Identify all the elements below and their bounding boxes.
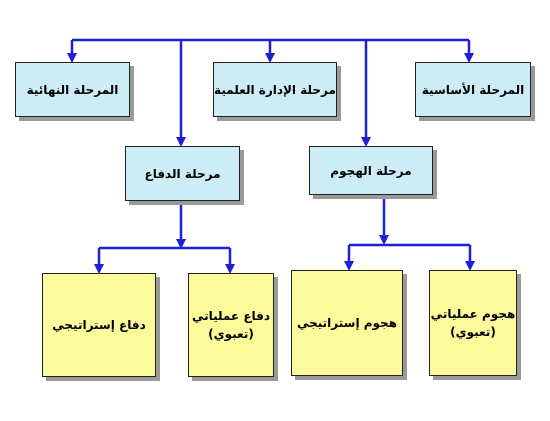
- node-attack-strategic-label: هجوم إستراتيجي: [296, 316, 398, 330]
- node-scientific-management-stage-label: مرحلة الإدارة العلمية: [214, 82, 336, 97]
- node-final-stage: المرحلة النهائية: [15, 62, 130, 117]
- node-defense-strategic: دفاع إستراتيجي: [42, 273, 156, 377]
- node-basic-stage-label: المرحلة الأساسية: [421, 82, 525, 97]
- node-final-stage-label: المرحلة النهائية: [26, 82, 119, 97]
- node-attack-operational: هجوم عملياتي (تعبوي): [429, 270, 517, 376]
- node-scientific-management-stage: مرحلة الإدارة العلمية: [213, 62, 337, 117]
- node-defense-strategic-label: دفاع إستراتيجي: [52, 318, 146, 332]
- node-attack-operational-label: هجوم عملياتي (تعبوي): [430, 307, 516, 339]
- node-defense-stage-label: مرحلة الدفاع: [144, 166, 221, 181]
- node-attack-stage: مرحلة الهجوم: [309, 146, 433, 195]
- node-defense-operational: دفاع عملياتي (تعبوي): [188, 273, 274, 377]
- node-defense-operational-label: دفاع عملياتي (تعبوي): [191, 309, 271, 341]
- node-defense-stage: مرحلة الدفاع: [125, 146, 240, 201]
- node-attack-strategic: هجوم إستراتيجي: [291, 270, 403, 376]
- node-basic-stage: المرحلة الأساسية: [415, 62, 531, 117]
- node-attack-stage-label: مرحلة الهجوم: [330, 163, 412, 178]
